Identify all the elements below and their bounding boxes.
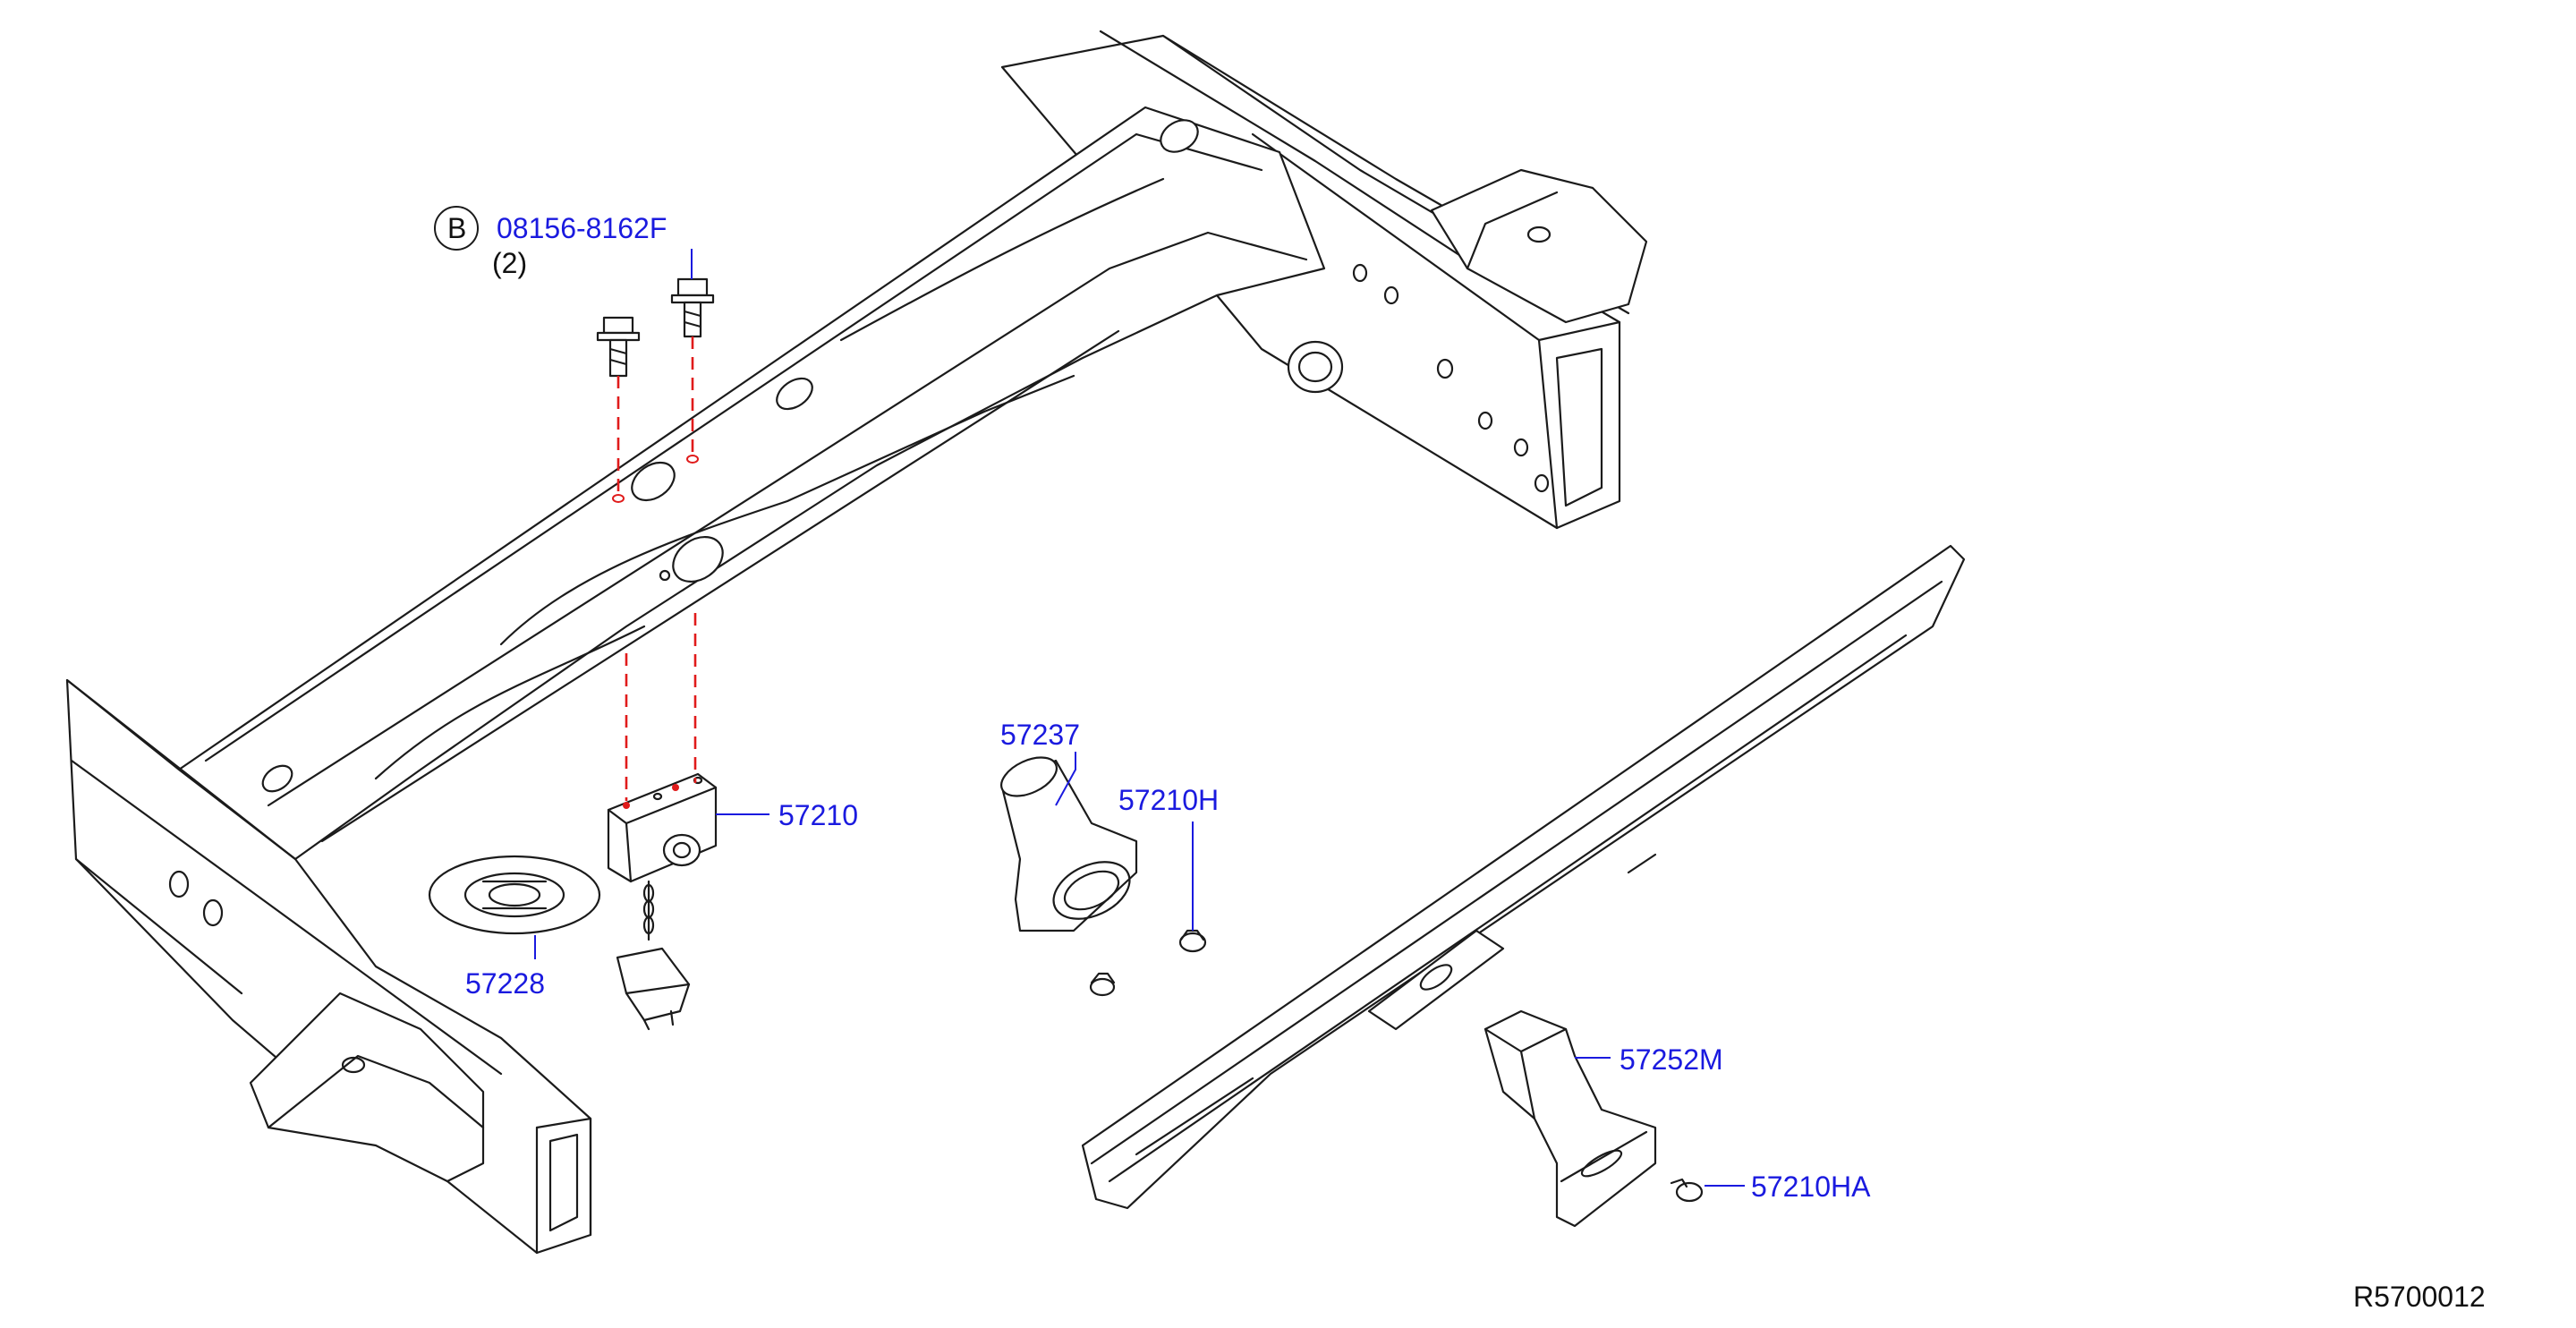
bumper-reinforcement bbox=[1081, 544, 1966, 1210]
clip-57210h-b bbox=[1089, 972, 1116, 997]
bolt-left bbox=[596, 316, 641, 378]
part-label-57228: 57228 bbox=[465, 967, 545, 1000]
reference-code: R5700012 bbox=[2353, 1281, 2486, 1313]
clip-57210ha bbox=[1670, 1178, 1704, 1203]
bolt-quantity: (2) bbox=[492, 247, 527, 279]
clip-57210h-a bbox=[1178, 929, 1207, 953]
guide-funnel bbox=[1000, 756, 1138, 932]
tow-bracket bbox=[1484, 1009, 1657, 1228]
part-label-57237: 57237 bbox=[1000, 719, 1080, 751]
leader-lines bbox=[534, 249, 1745, 1187]
part-label-57210: 57210 bbox=[778, 799, 858, 831]
center-plate bbox=[428, 855, 601, 935]
part-label-57210h: 57210H bbox=[1118, 784, 1219, 816]
callout-marker-letter: B bbox=[447, 212, 466, 244]
bolt-callout: B 08156-8162F (2) bbox=[434, 206, 667, 279]
vehicle-frame bbox=[65, 30, 1648, 1255]
bolt-right bbox=[670, 277, 715, 338]
callout-marker-circle bbox=[434, 206, 479, 251]
alignment-lines bbox=[612, 336, 699, 801]
spare-tire-hanger bbox=[607, 772, 718, 1031]
bolt-part-number: 08156-8162F bbox=[497, 212, 667, 244]
part-label-57252m: 57252M bbox=[1620, 1043, 1723, 1076]
part-label-57210ha: 57210HA bbox=[1751, 1171, 1871, 1203]
